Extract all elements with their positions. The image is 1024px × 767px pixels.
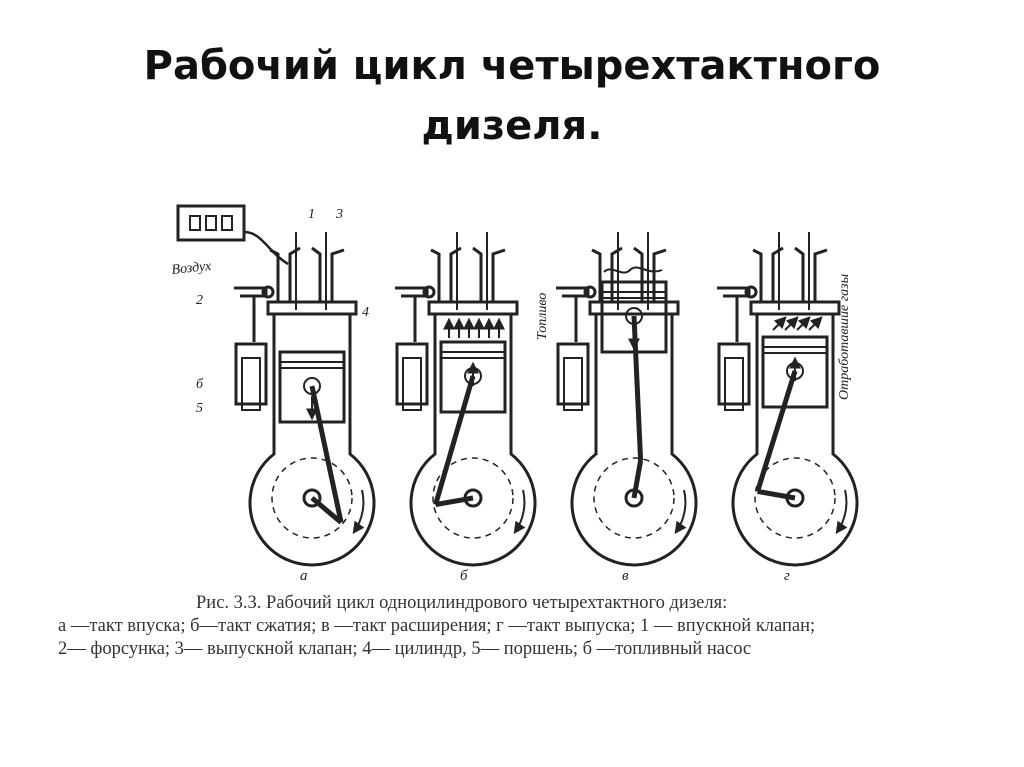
fuel-pump-plunger: [402, 357, 422, 411]
fuel-pump-plunger: [241, 357, 261, 411]
injector-pivot: [583, 285, 597, 299]
crankcase: [248, 452, 376, 567]
crank-path: [271, 457, 353, 539]
injector: [717, 286, 751, 298]
exhaust-arrow: [796, 316, 811, 331]
fuel-pump-plunger: [563, 357, 583, 411]
exhaust-arrow: [772, 316, 787, 331]
engine-stage-b: [395, 232, 537, 567]
fuel-pump: [717, 342, 751, 406]
label-exhaust: Отработавшие газы: [837, 274, 852, 400]
crank-path: [432, 457, 514, 539]
figure-caption: Рис. 3.3. Рабочий цикл одноцилиндрового …: [58, 592, 978, 661]
label-1: 1: [308, 207, 315, 222]
combustion-flame: [603, 266, 663, 274]
slide-title-line-1: Рабочий цикл четырехтактного: [143, 43, 881, 89]
exhaust-duct: [633, 246, 667, 302]
fuel-pump: [556, 342, 590, 406]
injector: [556, 286, 590, 298]
connecting-rod: [433, 375, 476, 506]
stage-letter-a: а: [300, 568, 308, 584]
rotation-arrow: [674, 489, 687, 534]
exhaust-duct: [794, 246, 828, 302]
injector: [234, 286, 268, 298]
slide-title-line-2: дизеля.: [421, 103, 603, 149]
exhaust-duct: [472, 246, 506, 302]
crankcase: [731, 452, 859, 567]
cylinder-head: [588, 300, 680, 316]
caption-line-2: а —такт впуска; б—такт сжатия; в —такт р…: [58, 616, 816, 636]
connecting-rod: [755, 370, 798, 493]
crank-arm: [435, 495, 474, 508]
fuel-pump: [395, 342, 429, 406]
crank-path: [754, 457, 836, 539]
cylinder-wall: [755, 314, 835, 452]
engine-stage-v: [556, 232, 698, 567]
crank-arm: [310, 496, 343, 525]
cylinder-head: [266, 300, 358, 316]
stage-letter-g: г: [784, 568, 790, 584]
caption-line-1: Рис. 3.3. Рабочий цикл одноцилиндрового …: [196, 593, 728, 613]
cylinder-head: [427, 300, 519, 316]
slide-title: Рабочий цикл четырехтактного дизеля.: [62, 36, 962, 156]
piston: [278, 350, 346, 424]
fuel-pump-plunger: [724, 357, 744, 411]
crankcase: [570, 452, 698, 567]
exhaust-arrow: [784, 316, 799, 331]
injector-pivot: [422, 285, 436, 299]
injector-pivot: [744, 285, 758, 299]
exhaust-duct: [311, 246, 345, 302]
cylinder-wall: [594, 314, 674, 452]
cylinder-head: [749, 300, 841, 316]
caption-line-3: 2— форсунка; 3— выпускной клапан; 4— цил…: [58, 639, 752, 659]
engine-cycle-diagram: Воздух 1 3 2 4 б 5 Топливо Отработавшие …: [171, 204, 859, 584]
label-air: Воздух: [171, 259, 213, 278]
injector-pivot: [261, 285, 275, 299]
engine-stage-a: [234, 232, 376, 567]
label-4: 4: [362, 305, 369, 320]
stage-letter-b: б: [460, 568, 468, 584]
exhaust-arrow: [808, 316, 823, 331]
cylinder-wall: [272, 314, 352, 452]
label-2: 2: [196, 293, 203, 308]
piston: [761, 335, 829, 409]
crank-arm: [631, 460, 644, 499]
crank-path: [593, 457, 675, 539]
label-5: 5: [196, 401, 203, 416]
stage-letter-v: в: [622, 568, 629, 584]
label-3: 3: [335, 207, 343, 222]
engine-stage-g: [717, 232, 859, 567]
crankcase: [409, 452, 537, 567]
label-6: б: [196, 377, 204, 392]
crankshaft: [302, 488, 322, 508]
rotation-arrow: [352, 489, 365, 534]
fuel-meter: [176, 204, 289, 266]
label-fuel: Топливо: [535, 293, 550, 340]
rotation-arrow: [835, 489, 848, 534]
fuel-pump: [234, 342, 268, 406]
piston: [439, 340, 507, 414]
injector: [395, 286, 429, 298]
crank-arm: [757, 488, 796, 501]
rotation-arrow: [513, 489, 526, 534]
cylinder-wall: [433, 314, 513, 452]
